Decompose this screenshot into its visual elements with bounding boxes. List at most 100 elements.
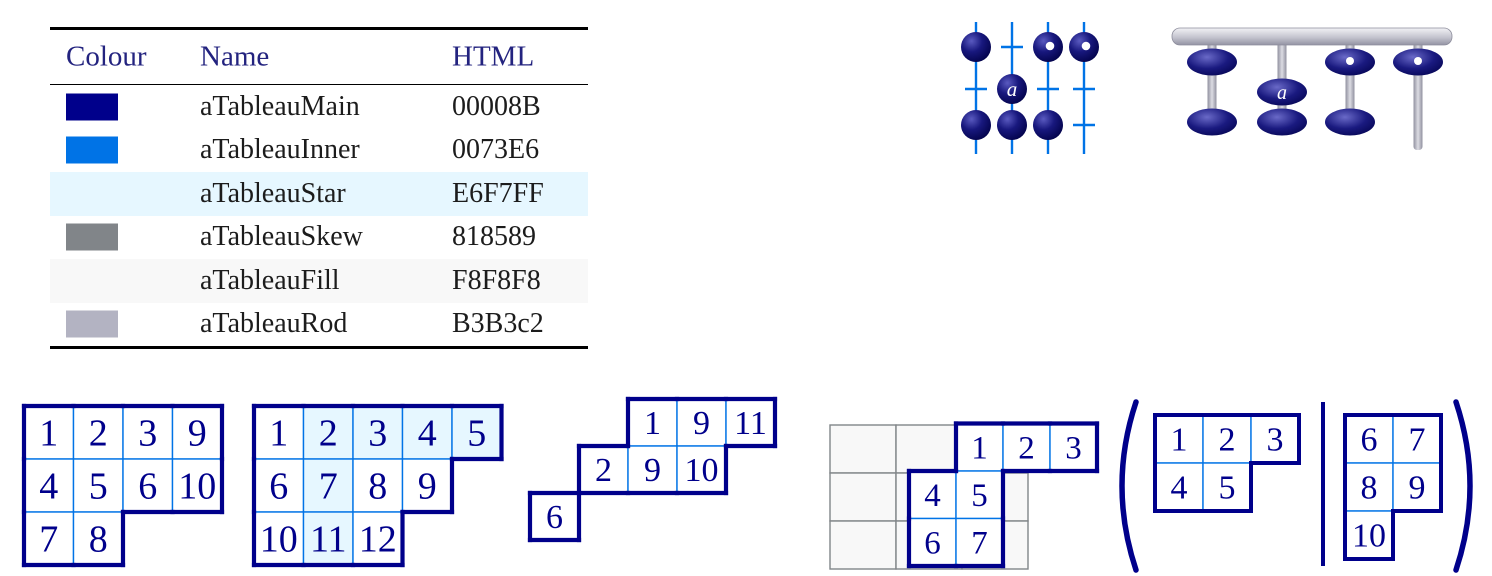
abacus-bead-hole: [1081, 41, 1091, 51]
color-name: aTableauSkew: [200, 221, 363, 253]
left-paren: [1119, 399, 1139, 573]
tableau-cell-value: 2: [1219, 422, 1236, 459]
tableau-cell-value: 5: [1219, 470, 1236, 507]
color-swatch: [66, 223, 118, 251]
tableau-cell-value: 11: [310, 518, 347, 560]
tableau-cell-value: 1: [971, 430, 988, 466]
abacus-bead-label: a: [1007, 77, 1018, 101]
tableau-cell-value: 5: [971, 478, 988, 514]
color-hex: E6F7FF: [452, 177, 544, 209]
abacus-bead: [961, 32, 991, 62]
right-paren: [1453, 399, 1473, 573]
tableau-cell: [955, 470, 1004, 520]
tableau-cell-value: 1: [39, 412, 58, 454]
color-swatch: [66, 180, 118, 208]
tableau-cell-value: 3: [1267, 422, 1284, 459]
tableau-cell-value: 5: [89, 465, 108, 507]
abacus-disc-svg: a: [961, 22, 1099, 154]
tableau-cell-value: 10: [1352, 518, 1386, 555]
tableau-cell-value: 7: [39, 518, 58, 560]
tableau-cell-value: 7: [319, 465, 338, 507]
tableau-cell: [627, 398, 678, 447]
tableau-cell: [1344, 510, 1394, 560]
tableau-cell-value: 2: [595, 452, 612, 489]
tableau-cell-value: 9: [188, 412, 207, 454]
color-name: aTableauStar: [200, 177, 346, 209]
color-swatch: [66, 93, 118, 121]
tableau-cell-value: 4: [924, 478, 941, 514]
tableau-cell-value: 9: [1409, 470, 1426, 507]
tableau-cell: [1202, 462, 1252, 512]
tableau-cell-value: 3: [138, 412, 157, 454]
tableau-cell: [1002, 422, 1051, 472]
abacus-bead: [1033, 110, 1063, 140]
abacus-bead: [997, 110, 1027, 140]
abacus-bead: [961, 110, 991, 140]
color-hex: 00008B: [452, 90, 541, 122]
color-swatch: [66, 267, 118, 295]
color-name: aTableauFill: [200, 264, 340, 296]
color-hex: B3B3c2: [452, 308, 544, 340]
color-hex: F8F8F8: [452, 264, 541, 296]
column-header-colour: Colour: [66, 40, 147, 72]
tableau-cell-value: 9: [418, 465, 437, 507]
table-top-rule: [50, 27, 588, 30]
tableau-cell-value: 10: [260, 518, 298, 560]
abacus-pill-bead: [1187, 48, 1237, 76]
abacus-pill-hole: [1414, 57, 1422, 65]
tableau-cell-value: 12: [359, 518, 397, 560]
tableau-cell-value: 8: [368, 465, 387, 507]
abacus-disc-diagram: a: [948, 14, 1108, 171]
background-grid-cell: [829, 520, 897, 570]
abacus-pill-bead: [1325, 108, 1375, 136]
tableau-cell-value: 2: [319, 412, 338, 454]
abacus-bead-label: a: [1277, 82, 1287, 104]
tableau-cell: [122, 458, 174, 513]
tableau-cell-value: 3: [1065, 430, 1082, 466]
color-name: aTableauRod: [200, 308, 348, 340]
tableau-cell-value: 2: [1018, 430, 1035, 466]
tableau-cell-value: 4: [39, 465, 58, 507]
tableau-cell-value: 1: [269, 412, 288, 454]
abacus-bead-hole: [1045, 41, 1055, 51]
tableau-cell-value: 6: [138, 465, 157, 507]
tableau-cell-value: 6: [546, 499, 563, 536]
abacus-pill-bead: [1257, 78, 1307, 106]
column-header-html: HTML: [452, 40, 535, 72]
abacus-pill-bead: [1257, 108, 1307, 136]
tableau-cell-value: 8: [1361, 470, 1378, 507]
tableau-pair-divider: [1321, 402, 1325, 566]
tableau-cell-value: 8: [89, 518, 108, 560]
tableau-cell-value: 4: [418, 412, 437, 454]
palette-row: aTableauStar E6F7FF: [50, 172, 588, 216]
abacus-rod-diagram: a: [1168, 22, 1458, 169]
background-grid-cell: [829, 472, 897, 522]
table-bottom-rule: [50, 346, 588, 349]
tableau-cell-value: 7: [1409, 422, 1426, 459]
tableau-cell-value: 11: [734, 405, 767, 442]
abacus-pill-hole: [1346, 57, 1354, 65]
tableau-cell-value: 9: [693, 405, 710, 442]
table-header-row: Colour Name HTML: [50, 30, 588, 84]
palette-row: aTableauFill F8F8F8: [50, 259, 588, 303]
tableau-cell-value: 10: [178, 465, 216, 507]
tableau-cell-value: 1: [644, 405, 661, 442]
tableau-cell-value: 6: [1361, 422, 1378, 459]
abacus-pill-bead: [1187, 108, 1237, 136]
tableau-cell-value: 9: [644, 452, 661, 489]
